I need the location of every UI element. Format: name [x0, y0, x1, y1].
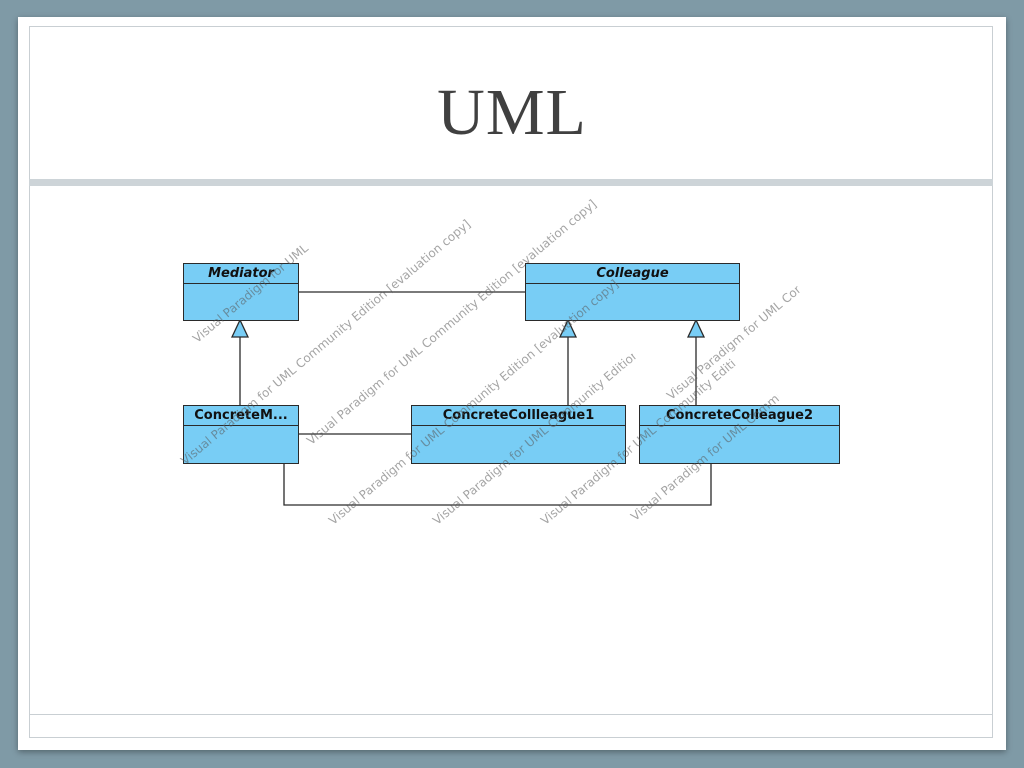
footer-divider	[29, 714, 993, 715]
generalization-arrow-colleague2	[686, 318, 706, 338]
class-colleague: Colleague	[525, 263, 740, 321]
class-concrete-colleague-2: ConcreteColleague2	[639, 405, 840, 464]
association-concretemediator-colleague2	[283, 463, 712, 506]
slide-frame	[29, 26, 993, 738]
class-concrete-colleague-1: ConcreteCollleague1	[411, 405, 626, 464]
generalization-arrow-mediator	[230, 318, 250, 338]
class-name-concrete-colleague-2: ConcreteColleague2	[640, 406, 839, 426]
class-name-concrete-colleague-1: ConcreteCollleague1	[412, 406, 625, 426]
class-name-mediator: Mediator	[184, 264, 298, 284]
class-mediator: Mediator	[183, 263, 299, 321]
uml-connectors	[230, 291, 712, 506]
generalization-arrow-colleague1	[558, 318, 578, 338]
class-name-concrete-mediator: ConcreteM...	[184, 406, 298, 426]
slide: UML Mediator	[18, 17, 1006, 750]
uml-class-diagram: Mediator Colleague ConcreteM... Concrete…	[18, 17, 1006, 750]
class-concrete-mediator: ConcreteM...	[183, 405, 299, 464]
title-divider	[29, 179, 993, 186]
class-name-colleague: Colleague	[526, 264, 739, 284]
slide-title: UML	[437, 76, 587, 149]
